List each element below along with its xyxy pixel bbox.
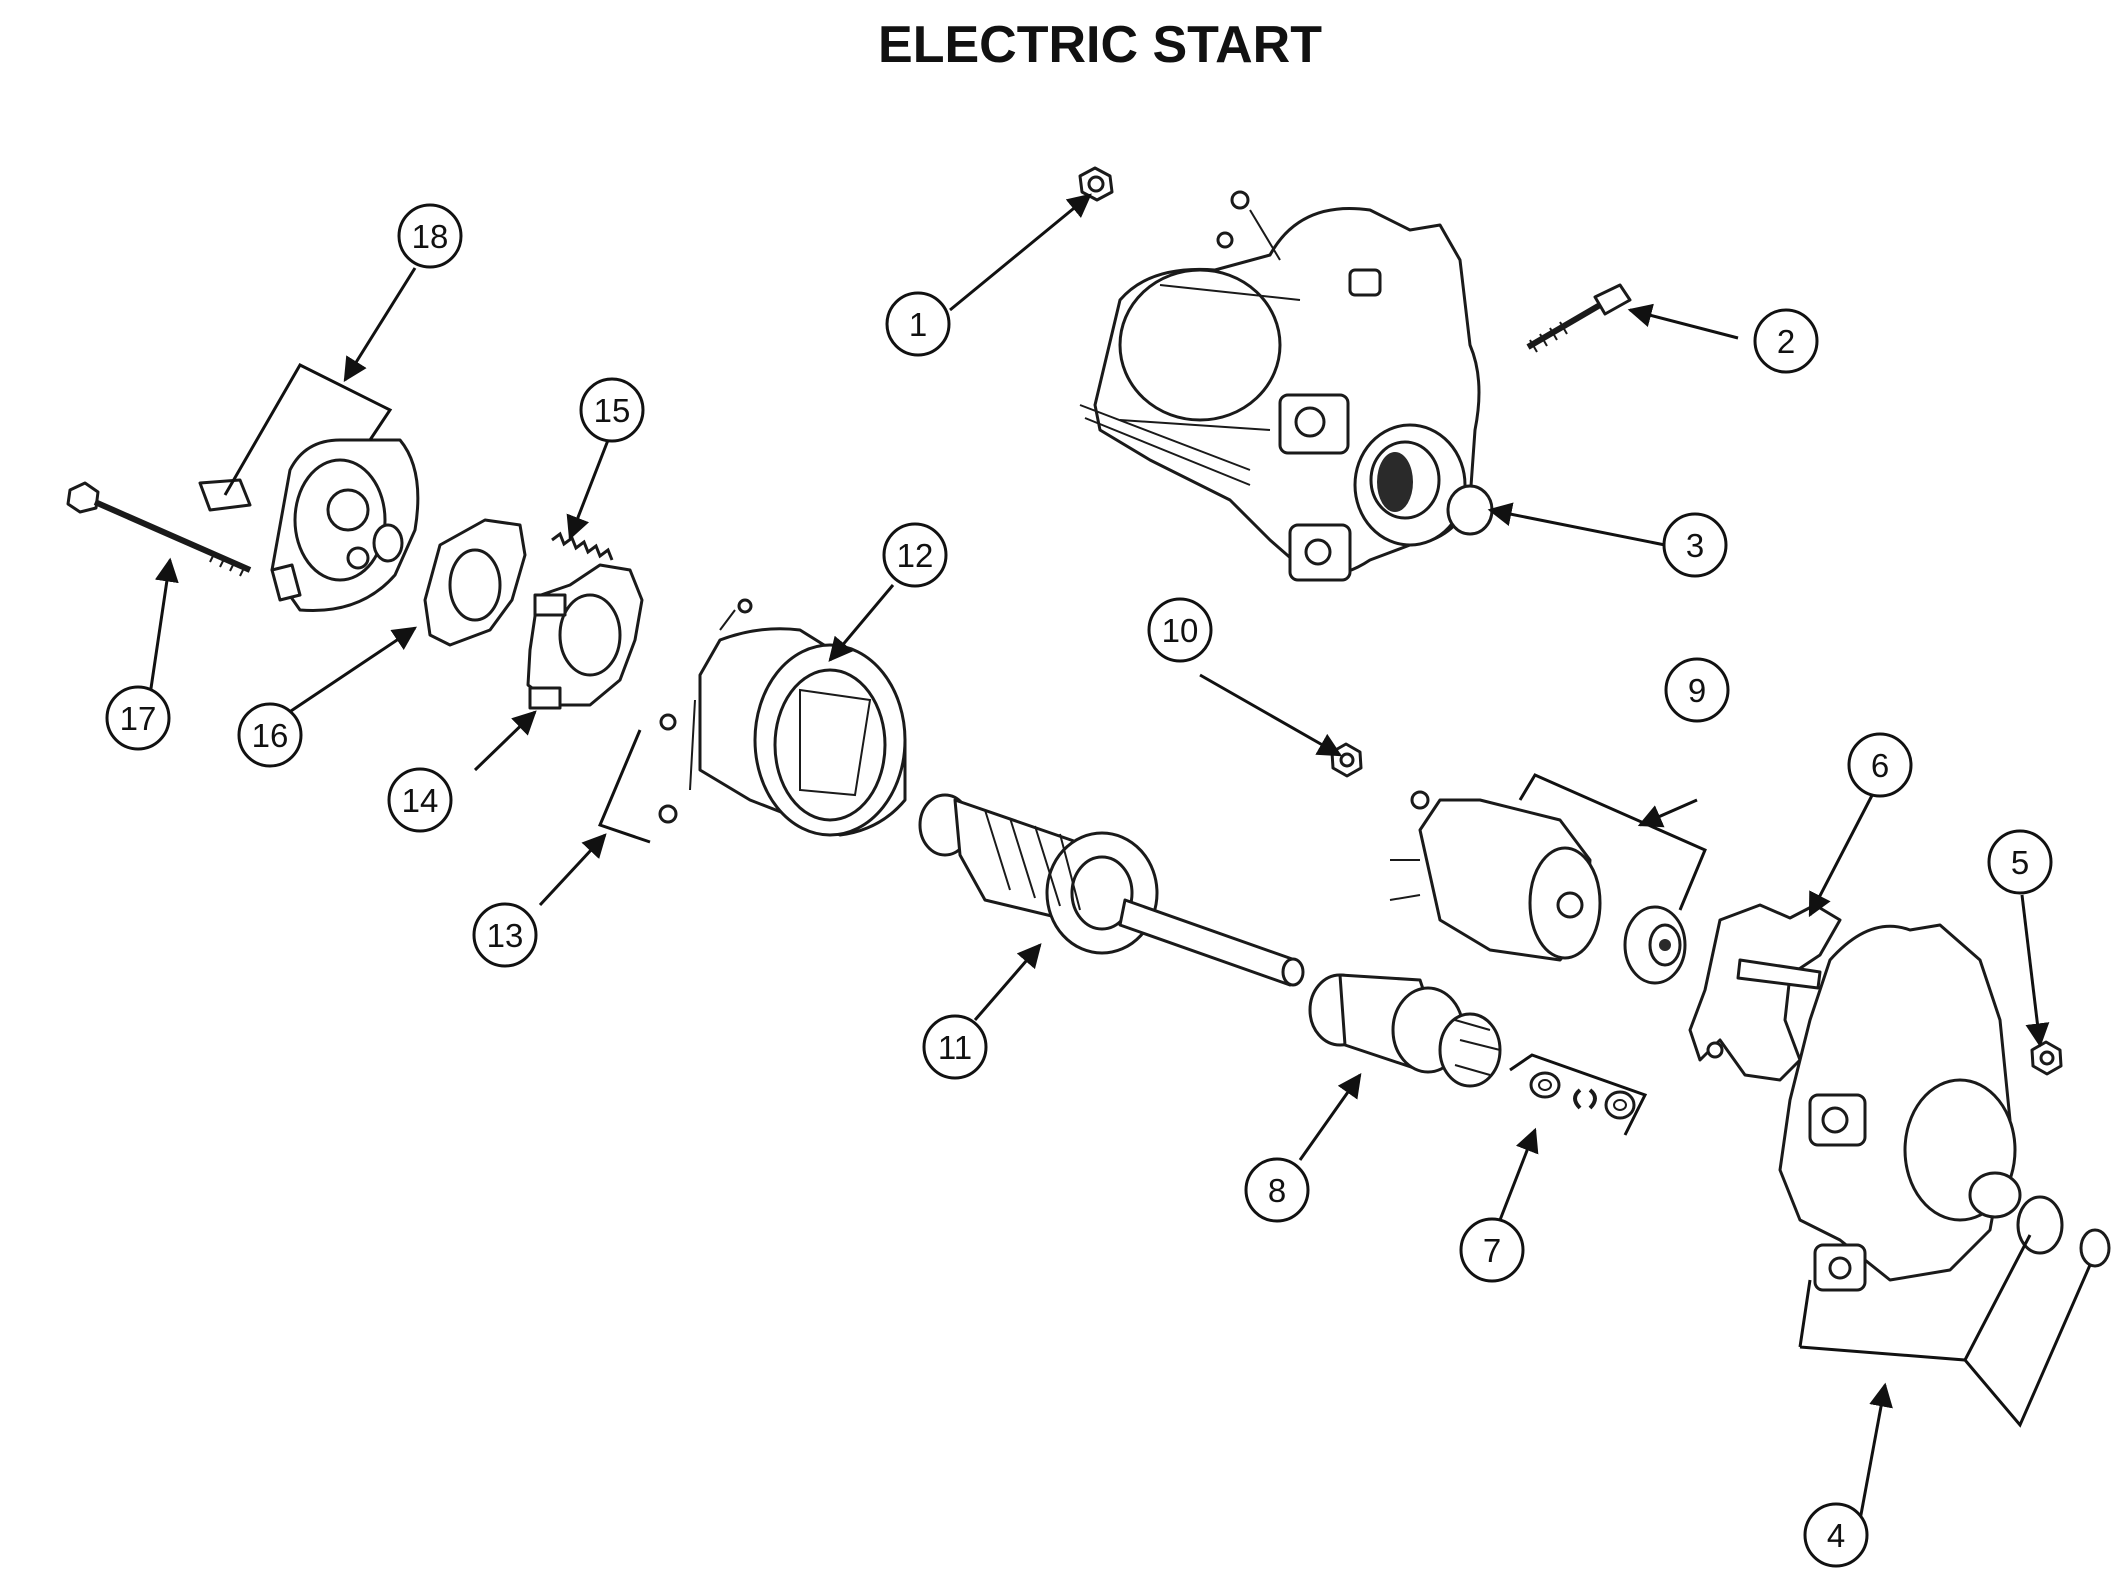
callout-number: 17 bbox=[120, 700, 157, 737]
callout-8: 8 bbox=[1244, 1157, 1310, 1223]
callout-7: 7 bbox=[1459, 1217, 1525, 1283]
callout-number: 10 bbox=[1162, 612, 1199, 649]
callout-3: 3 bbox=[1662, 512, 1728, 578]
callout-18: 18 bbox=[397, 203, 463, 269]
field-frame-part-12 bbox=[658, 598, 907, 837]
nut-part-1 bbox=[1078, 166, 1114, 202]
callout-number: 4 bbox=[1827, 1517, 1845, 1554]
callout-number: 7 bbox=[1483, 1232, 1501, 1269]
callout-1: 1 bbox=[885, 291, 951, 357]
callout-number: 2 bbox=[1777, 323, 1795, 360]
starter-motor-assembly bbox=[1079, 190, 1494, 582]
drive-housing-part-4 bbox=[1778, 923, 2111, 1292]
callout-17: 17 bbox=[105, 685, 171, 751]
long-bolt-part-17 bbox=[66, 481, 252, 577]
armature-part-11 bbox=[918, 793, 1305, 987]
spring-part-15 bbox=[551, 531, 614, 561]
callout-number: 1 bbox=[909, 306, 927, 343]
shift-lever-part-6 bbox=[1688, 903, 1842, 1082]
nut-part-10 bbox=[1330, 742, 1363, 778]
callout-number: 15 bbox=[594, 392, 631, 429]
callout-number: 3 bbox=[1686, 527, 1704, 564]
callout-10: 10 bbox=[1147, 597, 1213, 663]
diagram-title: ELECTRIC START bbox=[878, 16, 1322, 74]
callout-9: 9 bbox=[1664, 657, 1730, 723]
gasket-part-16 bbox=[423, 518, 527, 647]
callout-number: 6 bbox=[1871, 747, 1889, 784]
callout-number: 18 bbox=[412, 218, 449, 255]
callout-number: 11 bbox=[938, 1029, 972, 1066]
washer-set-part-7 bbox=[1509, 1053, 1648, 1136]
bolt-part-2 bbox=[1526, 283, 1632, 353]
rear-cover-part-18 bbox=[198, 438, 420, 613]
leader-lines bbox=[148, 193, 2092, 1521]
solenoid-part-9 bbox=[1389, 790, 1687, 985]
callout-15: 15 bbox=[579, 377, 645, 443]
callout-5: 5 bbox=[1987, 829, 2053, 895]
callout-14: 14 bbox=[387, 767, 453, 833]
brush-holder-part-14 bbox=[526, 563, 644, 710]
callout-number: 14 bbox=[402, 782, 439, 819]
callout-number: 5 bbox=[2011, 844, 2029, 881]
callout-16: 16 bbox=[237, 702, 303, 768]
callout-11: 11 bbox=[922, 1014, 988, 1080]
callout-12: 12 bbox=[882, 522, 948, 588]
nut-part-5 bbox=[2030, 1040, 2063, 1076]
callout-number: 12 bbox=[897, 537, 934, 574]
callout-number: 16 bbox=[252, 717, 289, 754]
callout-number: 13 bbox=[487, 917, 524, 954]
callout-number: 8 bbox=[1268, 1172, 1286, 1209]
callout-13: 13 bbox=[472, 902, 538, 968]
callout-2: 2 bbox=[1753, 308, 1819, 374]
callout-6: 6 bbox=[1847, 732, 1913, 798]
callout-4: 4 bbox=[1803, 1502, 1869, 1568]
pinion-part-8 bbox=[1308, 973, 1502, 1088]
callout-number: 9 bbox=[1688, 672, 1706, 709]
